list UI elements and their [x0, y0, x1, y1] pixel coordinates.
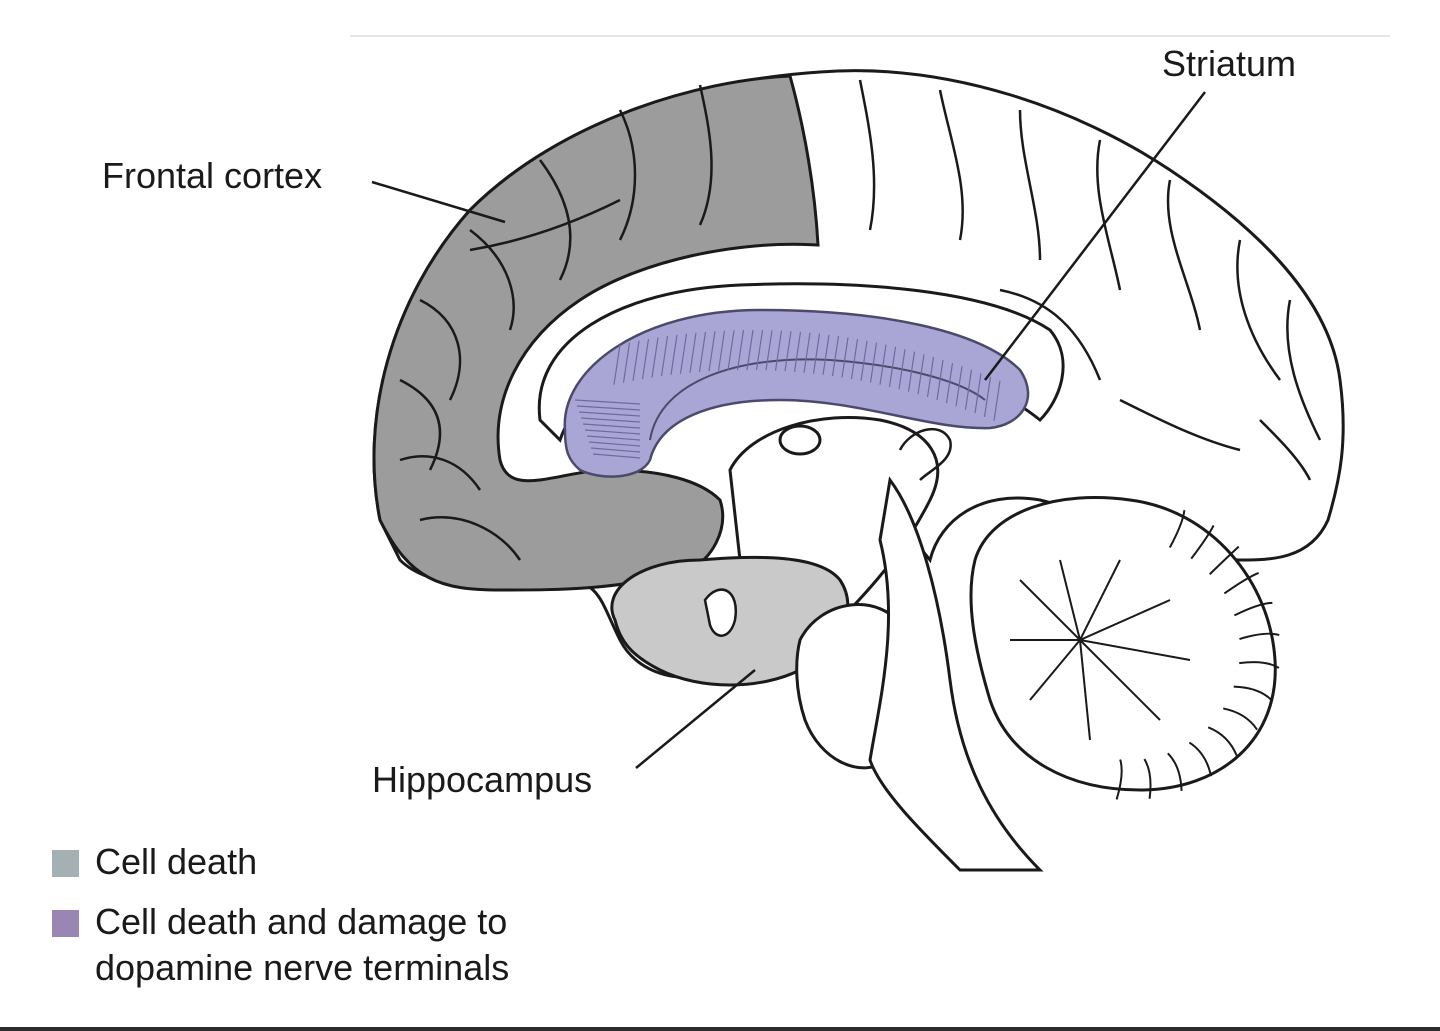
pineal [898, 428, 952, 481]
striatum-leader [984, 91, 1206, 381]
label-striatum: Striatum [1162, 43, 1297, 84]
striation-line [727, 330, 735, 371]
striation-line [576, 405, 641, 411]
striation-line [660, 335, 669, 377]
striation-line [689, 332, 697, 373]
striation-line [641, 338, 650, 380]
striation-line [679, 333, 688, 374]
striation-line [670, 334, 678, 375]
label-hippocampus: Hippocampus [372, 759, 593, 800]
striation-line [784, 331, 792, 372]
folium-line [1167, 752, 1183, 791]
striation-line [651, 337, 659, 378]
folium-line [1168, 510, 1186, 548]
striation-line [860, 340, 868, 381]
striation-line [841, 337, 849, 378]
legend-swatch-grey [52, 850, 79, 877]
folium-line [1239, 632, 1280, 640]
uncus [703, 588, 738, 637]
striation-line [831, 335, 840, 377]
cerebellum-folia [1115, 510, 1280, 800]
arbor-vitae [1010, 559, 1191, 741]
legend-swatch-purple [52, 910, 79, 937]
bottom-border [0, 1027, 1440, 1031]
legend-text-line-2: dopamine nerve terminals [95, 947, 510, 988]
hippocampus-leader [635, 669, 756, 769]
striation-line [622, 342, 631, 383]
striation-line [926, 356, 935, 398]
striation-line [955, 366, 963, 407]
striation-line [755, 329, 764, 371]
legend-text-cell-death: Cell death [95, 841, 258, 882]
striation-line [632, 340, 640, 381]
striation-line [964, 369, 973, 410]
striation-line [983, 376, 992, 417]
striation-line [774, 330, 783, 371]
striation-line [765, 330, 773, 371]
striation-line [580, 417, 641, 423]
frontal-cortex-leader [371, 180, 506, 224]
striation-line [708, 331, 716, 372]
folium-line [1233, 601, 1273, 617]
frontal-gyri [399, 84, 713, 561]
striation-line [888, 346, 897, 387]
label-frontal-cortex: Frontal cortex [102, 155, 323, 196]
striation-line [907, 351, 916, 392]
striation-line [812, 333, 821, 374]
striation-line [586, 435, 641, 441]
striation-line [590, 447, 641, 453]
striation-line [936, 359, 944, 401]
striation-line [974, 373, 982, 414]
striation-line [746, 329, 754, 371]
striation-line [898, 349, 906, 390]
striation-line [793, 331, 802, 372]
striation-line [869, 342, 878, 383]
legend-item-cell-death: Cell death [52, 841, 257, 885]
massa-intermedia [778, 424, 822, 456]
striation-line [698, 331, 707, 372]
folium-line [1239, 661, 1280, 669]
striation-line [578, 411, 641, 417]
striation-line [717, 330, 726, 371]
cerebellum [969, 496, 1277, 792]
folium-line [1209, 545, 1240, 575]
brainstem [868, 476, 1044, 872]
striation-line [584, 429, 641, 435]
striation-line [582, 423, 641, 429]
striatum-inner [649, 358, 986, 441]
legend-item-dopamine-damage: Cell death and damage to dopamine nerve … [52, 901, 509, 991]
folium-line [1188, 741, 1213, 777]
striation-line [592, 453, 641, 459]
folium-line [1233, 685, 1273, 701]
striatum-hatching [574, 329, 1001, 459]
striation-line [588, 441, 641, 447]
striatum-region [563, 308, 1030, 478]
striation-line [613, 344, 621, 385]
striation-line [574, 399, 641, 405]
striation-line [736, 329, 745, 371]
striation-line [917, 354, 925, 395]
striation-line [945, 362, 954, 404]
folium-line [1207, 726, 1238, 756]
folium-line [1143, 758, 1152, 799]
folium-line [1115, 759, 1123, 800]
striation-line [850, 338, 859, 380]
striation-line [822, 334, 830, 375]
striation-line [993, 380, 1001, 421]
folium-line [1223, 571, 1260, 595]
striation-line [879, 344, 887, 385]
posterior-gyri [858, 79, 1322, 481]
folium-line [1190, 524, 1215, 560]
striation-line [803, 332, 811, 373]
legend-text-dopamine-damage: Cell death and damage to dopamine nerve … [95, 899, 509, 991]
legend-text-line-1: Cell death and damage to [95, 901, 508, 942]
folium-line [1223, 707, 1258, 731]
